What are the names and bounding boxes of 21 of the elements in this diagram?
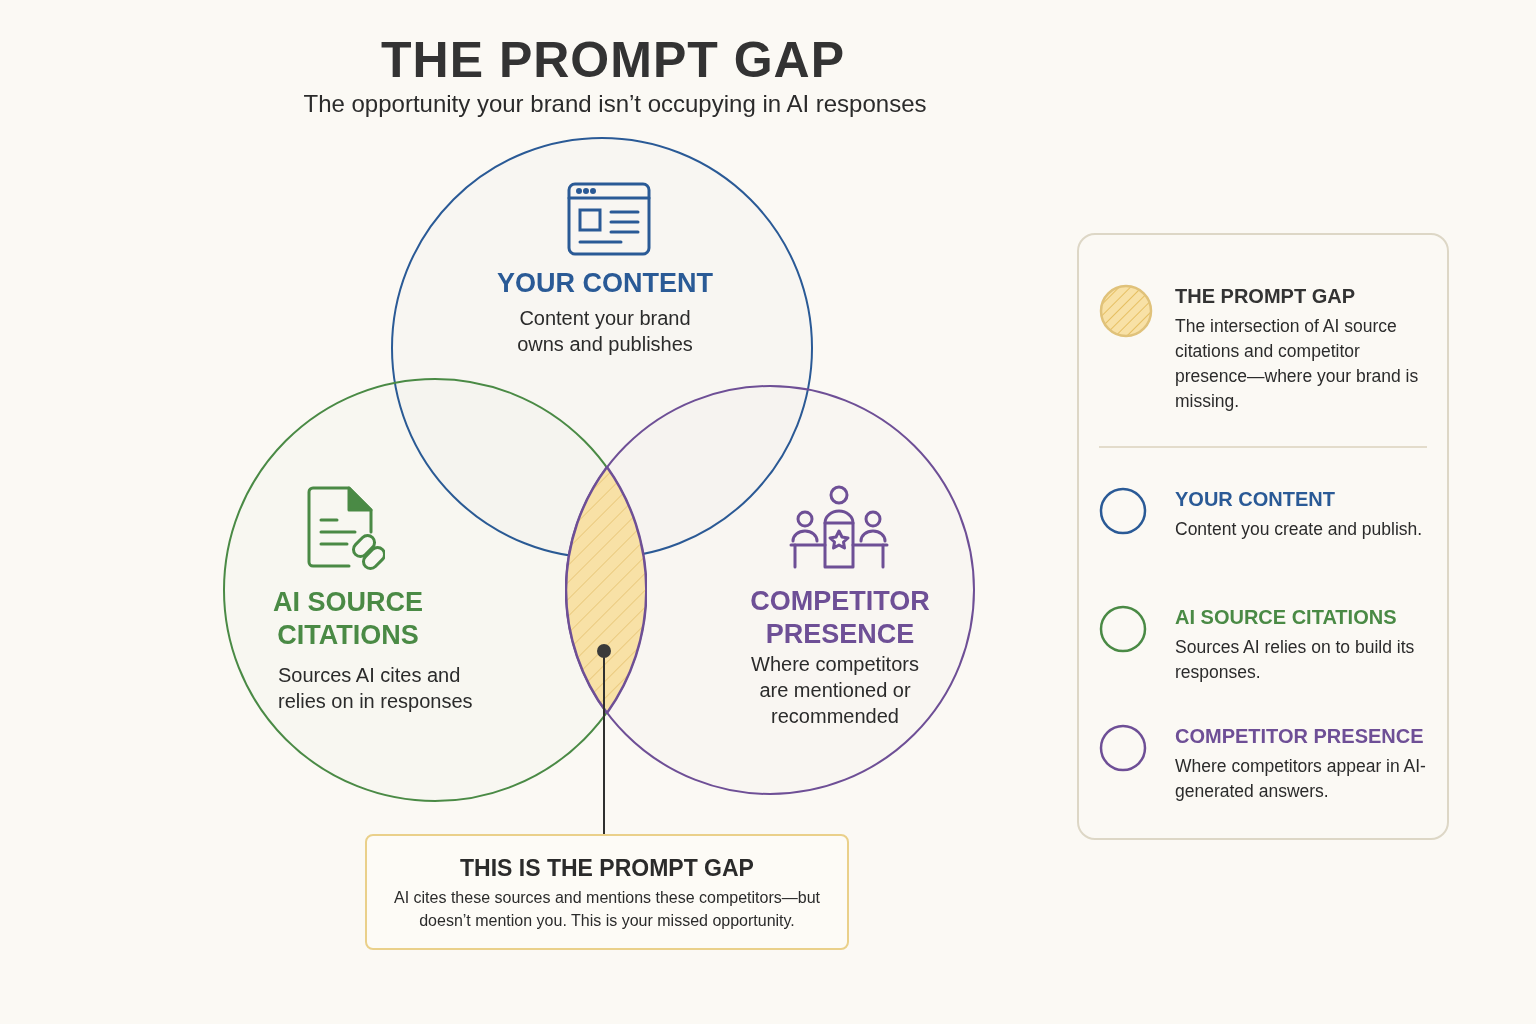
legend-description: The intersection of AI source citations and competitor presence—where your brand is missing.: [1175, 315, 1420, 413]
subtitle: The opportunity your brand isn’t occupying in AI responses: [302, 89, 928, 119]
legend-heading: COMPETITOR PRESENCE: [1175, 724, 1425, 749]
circle-heading: COMPETITOR PRESENCE: [749, 585, 931, 651]
callout-box: [365, 834, 849, 950]
circle-description: Where competitors are mentioned or recommended: [750, 652, 920, 729]
circle-heading: AI SOURCE CITATIONS: [272, 586, 424, 652]
title: THE PROMPT GAP: [380, 31, 846, 90]
leader-line: [597, 644, 611, 835]
legend-description: Content you create and publish.: [1175, 518, 1423, 541]
circle-heading: YOUR CONTENT: [496, 267, 714, 300]
legend-heading: AI SOURCE CITATIONS: [1175, 605, 1398, 630]
callout-description: AI cites these sources and mentions these competitors—but doesn’t mention you. This is your missed opportunity.: [393, 888, 821, 931]
legend-heading: THE PROMPT GAP: [1175, 284, 1356, 309]
circle-description: Content your brand owns and publishes: [516, 306, 694, 357]
legend-heading: YOUR CONTENT: [1175, 487, 1336, 512]
legend-description: Where competitors appear in AI-generated answers.: [1175, 755, 1427, 803]
circle-description: Sources AI cites and relies on in responses: [278, 663, 474, 714]
callout-heading: THIS IS THE PROMPT GAP: [460, 854, 754, 882]
legend-description: Sources AI relies on to build its responses.: [1175, 636, 1416, 684]
legend-panel: [1077, 233, 1449, 840]
